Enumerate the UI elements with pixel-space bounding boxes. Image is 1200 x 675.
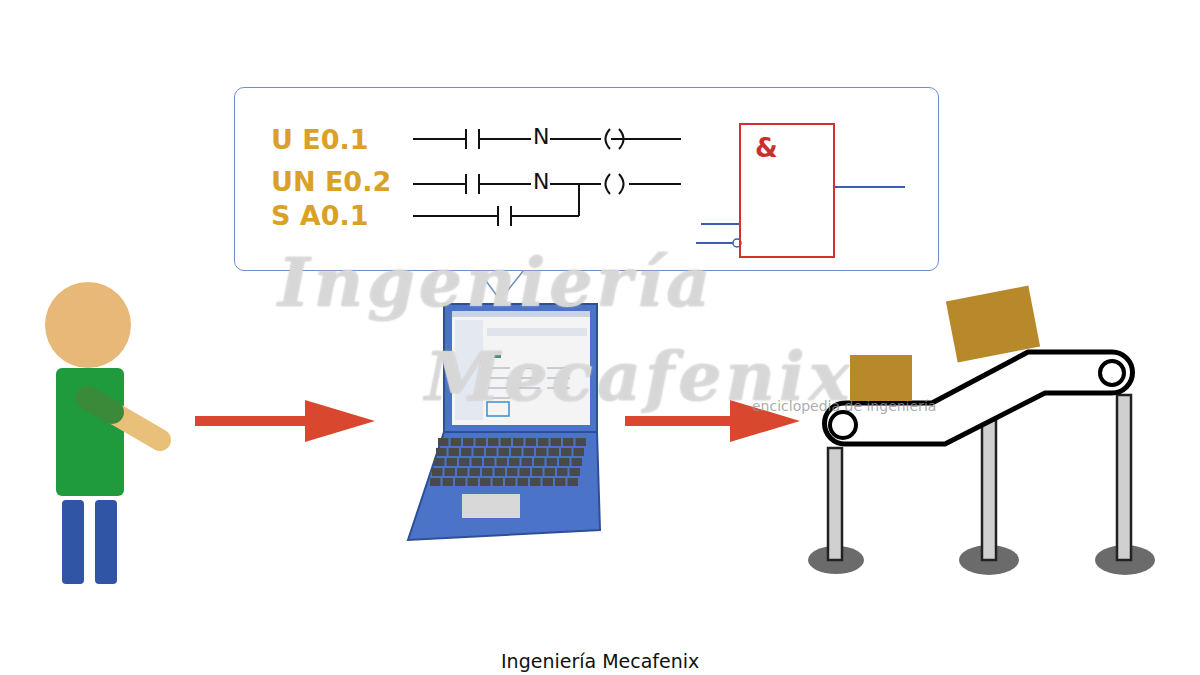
caption: Ingeniería Mecafenix (501, 650, 699, 672)
negative-edge-label: N (532, 169, 550, 194)
and-symbol: & (755, 133, 778, 163)
flow-arrow (195, 400, 375, 442)
instruction-line: U E0.1 (271, 124, 369, 155)
conveyor (808, 286, 1155, 575)
negative-edge-label: N (532, 124, 550, 149)
and-gate: & (739, 123, 835, 258)
watermark-subtitle: enciclopedia de ingeniería (752, 398, 936, 414)
instruction-line: UN E0.2 (271, 166, 391, 197)
person (45, 282, 160, 584)
instruction-line: S A0.1 (271, 200, 369, 231)
watermark: Ingeniería (278, 242, 714, 322)
